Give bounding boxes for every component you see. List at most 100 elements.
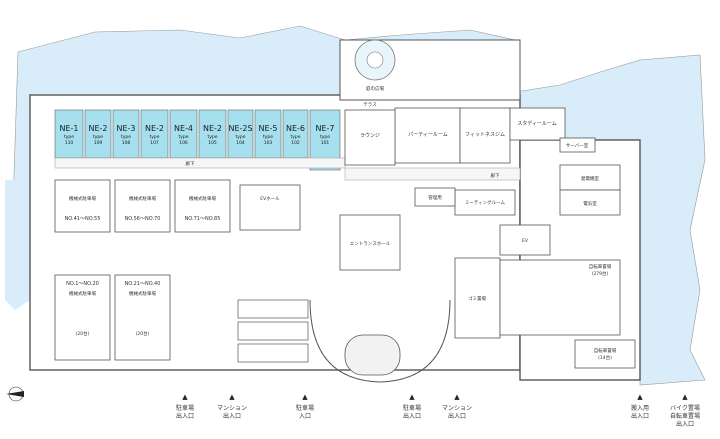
fitness-room <box>459 107 511 164</box>
entrance-sublabel: 出入口 <box>176 412 194 420</box>
entrance-arrow-icon: ▲ <box>682 393 688 401</box>
unit-type: type <box>178 134 188 140</box>
parking-range-label: NO.56〜NO.70 <box>125 216 161 222</box>
parking-block-outline <box>114 179 171 233</box>
unit-number: 104 <box>236 140 245 146</box>
entrance-label: バイク置場 <box>670 404 700 412</box>
bike-parking-small <box>574 339 636 369</box>
unit-name: NE-6 <box>286 124 305 133</box>
unit-number: 105 <box>208 140 217 146</box>
unit-name: NE-3 <box>116 124 135 133</box>
parking-range-label: NO.41〜NO.55 <box>65 216 101 222</box>
parking-block-outline <box>174 179 231 233</box>
entrance-sublabel: 自転車置場 <box>670 412 700 420</box>
management-room-label: 管理用 <box>428 194 442 201</box>
unit-number: 107 <box>150 140 159 146</box>
entrance-arrow-icon: ▲ <box>409 393 415 401</box>
entrance-hall-label: エントランスホール <box>350 241 391 247</box>
garden-circle-inner <box>366 51 384 69</box>
unit-fill <box>227 109 254 159</box>
unit-number: 103 <box>264 140 273 146</box>
ev-hall-east <box>499 224 551 256</box>
ev-hall-west <box>239 184 301 231</box>
server-room-label: サーバー室 <box>566 142 589 149</box>
corridor-label: 廊下 <box>186 160 195 167</box>
unit-type: type <box>121 134 131 140</box>
unit-fill <box>84 109 112 159</box>
parking-block-1: 機械式駐車場 NO.41〜NO.55 <box>54 179 111 233</box>
unit-type: type <box>207 134 217 140</box>
bike-parking-label: 自転車置場 <box>589 263 612 270</box>
entrance-label: 駐車場 <box>403 404 421 412</box>
entrance-sublabel: 出入口 <box>631 412 649 420</box>
entrance-label: 搬入用 <box>631 404 649 412</box>
unit-type: type <box>64 134 74 140</box>
entrance-label: 駐車場 <box>296 404 314 412</box>
parking-type-label: 機械式駐車場 <box>69 195 96 202</box>
waste-room-label: ゴミ置場 <box>468 295 486 302</box>
parking-range-label: NO.1〜NO.20 <box>66 281 99 287</box>
unit-name: NE-1 <box>59 124 78 133</box>
entrance-arrow-icon: ▲ <box>229 393 235 401</box>
waste-room <box>454 257 501 339</box>
parking-block-outline <box>114 274 171 361</box>
entrance-label: マンション <box>217 405 247 412</box>
water-area-left <box>5 180 30 310</box>
party-room-label: パーティールーム <box>408 132 448 138</box>
unit-number: 108 <box>122 140 131 146</box>
parking-range-label: NO.21〜NO.40 <box>125 281 161 287</box>
bike-parking-small-count: (14台) <box>598 354 612 361</box>
entrance-arrow-icon: ▲ <box>302 393 308 401</box>
entrance-label: 駐車場 <box>176 404 194 412</box>
entrance-arrow-icon: ▲ <box>182 393 188 401</box>
unit-type: type <box>263 134 273 140</box>
power-room-label: 発電機室 <box>581 175 599 182</box>
entrance-arrow-icon: ▲ <box>454 393 460 401</box>
corridor-east <box>344 167 521 181</box>
lounge <box>344 109 396 166</box>
compass <box>6 386 24 402</box>
unit-number: 106 <box>179 140 188 146</box>
lounge-label: ラウンジ <box>360 132 380 139</box>
unit-name: NE-7 <box>315 124 334 133</box>
unit-number: 102 <box>291 140 300 146</box>
parking-type-label: 機械式駐車場 <box>189 195 216 202</box>
entrance-sublabel: 入口 <box>299 413 311 420</box>
parking-block-outline <box>54 179 111 233</box>
drop-off-court <box>344 334 401 376</box>
garden-label: 庭の広場 <box>366 85 384 92</box>
unit-name: NE-2 <box>203 124 222 133</box>
visitor-parking-1 <box>237 299 309 319</box>
study-room <box>509 107 566 141</box>
ev-label: EV <box>522 238 529 244</box>
unit-fill <box>112 109 140 159</box>
bike-parking-small-label: 自転車置場 <box>594 347 617 354</box>
unit-fill <box>198 109 227 159</box>
unit-name: NE-2S <box>228 124 252 133</box>
unit-number: 101 <box>321 140 330 146</box>
unit-number: 110 <box>65 140 74 146</box>
management-room <box>414 187 456 207</box>
entrance-sublabel-2: 出入口 <box>676 420 694 428</box>
parking-block-2: 機械式駐車場 NO.56〜NO.70 <box>114 179 171 233</box>
terrace-label: テラス <box>363 102 377 108</box>
parking-type-label: 機械式駐車場 <box>129 290 156 297</box>
unit-name: NE-2 <box>145 124 164 133</box>
parking-type-label: 機械式駐車場 <box>129 195 156 202</box>
meeting-room <box>454 189 516 216</box>
entrance-arrow-icon: ▲ <box>637 393 643 401</box>
electric-room <box>559 189 621 216</box>
bike-parking-main <box>499 259 621 336</box>
entrance-label: マンション <box>442 405 472 412</box>
